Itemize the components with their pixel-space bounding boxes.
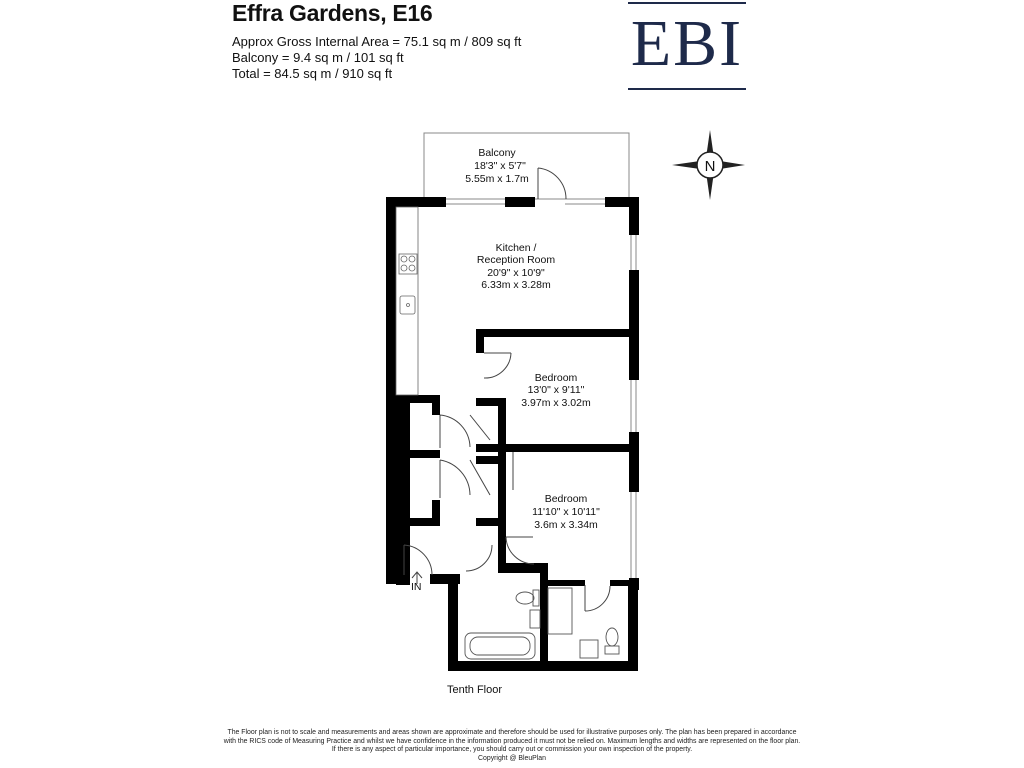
shower-tray-icon bbox=[547, 587, 573, 635]
copyright: Copyright @ BleuPlan bbox=[478, 754, 546, 762]
logo-bottom-rule bbox=[628, 88, 746, 90]
disclaimer-line-1: The Floor plan is not to scale and measu… bbox=[227, 729, 797, 736]
balcony-outline bbox=[423, 132, 630, 200]
floor-label: Tenth Floor bbox=[447, 684, 503, 696]
entrance-arrow-icon bbox=[411, 571, 423, 584]
bathtub-icon bbox=[464, 632, 536, 660]
gross-internal-area: Approx Gross Internal Area = 75.1 sq m /… bbox=[232, 34, 522, 49]
bedroom2-name: Bedroom bbox=[545, 493, 588, 505]
balcony-imperial: 18'3" x 5'7" bbox=[474, 160, 526, 172]
ensuite-toilet-icon bbox=[605, 627, 619, 647]
kitchen-name-line2: Reception Room bbox=[477, 254, 555, 266]
entrance-label: IN bbox=[411, 581, 422, 593]
bathroom-fixtures bbox=[464, 587, 620, 660]
kitchen-fixtures bbox=[395, 206, 419, 396]
total-area: Total = 84.5 sq m / 910 sq ft bbox=[232, 66, 393, 81]
bedroom1-metric: 3.97m x 3.02m bbox=[521, 397, 591, 409]
bedroom1-imperial: 13'0" x 9'11" bbox=[528, 384, 585, 396]
compass-icon: N bbox=[672, 130, 745, 200]
compass-north-label: N bbox=[705, 158, 716, 175]
ebi-logo: EBI bbox=[628, 2, 746, 92]
balcony-name: Balcony bbox=[478, 147, 516, 159]
disclaimer: The Floor plan is not to scale and measu… bbox=[222, 729, 802, 763]
internal-walls bbox=[396, 329, 636, 585]
bedroom2-metric: 3.6m x 3.34m bbox=[534, 519, 598, 531]
ensuite-basin-icon bbox=[579, 639, 599, 659]
kitchen-imperial: 20'9" x 10'9" bbox=[487, 267, 545, 279]
bedroom1-name: Bedroom bbox=[535, 372, 578, 384]
outer-walls bbox=[386, 197, 639, 671]
bedroom2-imperial: 11'10" x 10'11" bbox=[532, 506, 600, 518]
sink-icon bbox=[399, 295, 416, 315]
kitchen-worktop bbox=[395, 206, 419, 396]
disclaimer-line-3: If there is any aspect of particular imp… bbox=[331, 746, 693, 754]
property-title: Effra Gardens, E16 bbox=[232, 0, 433, 26]
doors bbox=[403, 352, 611, 612]
windows bbox=[446, 198, 637, 578]
kitchen-metric: 6.33m x 3.28m bbox=[481, 279, 551, 291]
hob-icon bbox=[398, 253, 418, 275]
logo-top-rule bbox=[628, 2, 746, 4]
balcony-door bbox=[537, 167, 567, 200]
logo-text: EBI bbox=[630, 7, 744, 80]
balcony-area: Balcony = 9.4 sq m / 101 sq ft bbox=[232, 50, 404, 65]
balcony-metric: 5.55m x 1.7m bbox=[465, 173, 529, 185]
basin-icon bbox=[529, 609, 541, 629]
disclaimer-line-2: with the RICS code of Measuring Practice… bbox=[223, 737, 801, 745]
kitchen-name-line1: Kitchen / bbox=[496, 242, 537, 254]
toilet-icon bbox=[515, 591, 535, 605]
